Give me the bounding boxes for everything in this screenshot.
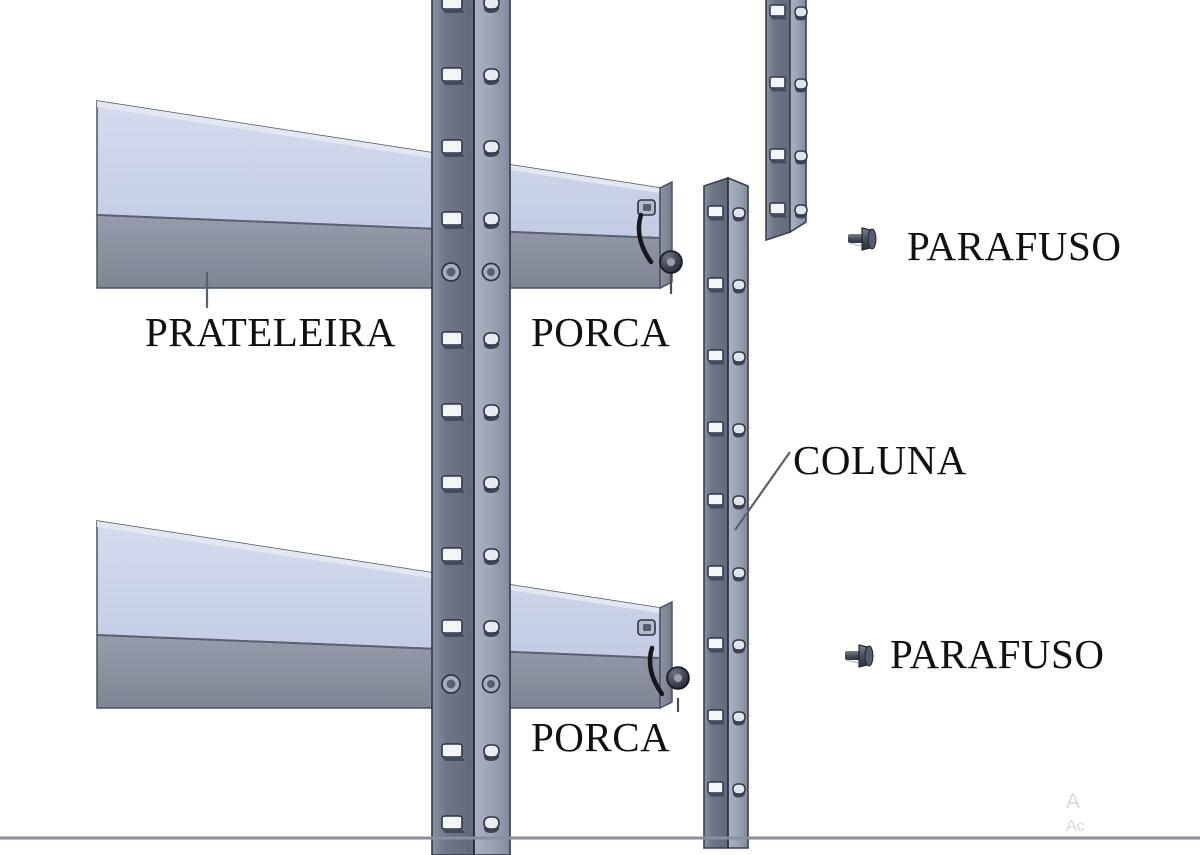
leader-line-coluna bbox=[734, 451, 791, 531]
parafuso-part-top bbox=[848, 227, 877, 251]
label-porca-bottom: PORCA bbox=[531, 714, 671, 760]
coluna-part-top-right bbox=[765, 0, 808, 242]
parafuso-part-bottom bbox=[845, 644, 874, 668]
porca-part-bottom bbox=[647, 645, 690, 712]
watermark-line-2: Ac bbox=[1066, 818, 1085, 835]
watermark-line-1: A bbox=[1066, 790, 1081, 813]
prateleira-part-top bbox=[96, 100, 673, 290]
coluna-part-center-right bbox=[703, 176, 749, 849]
shelf-bolt-hole-bottom bbox=[637, 619, 656, 636]
label-parafuso-top: PARAFUSO bbox=[907, 223, 1122, 269]
prateleira-part-bottom bbox=[96, 520, 673, 710]
label-prateleira: PRATELEIRA bbox=[145, 309, 396, 355]
porca-part-top bbox=[636, 212, 683, 294]
label-porca-top: PORCA bbox=[531, 309, 671, 355]
label-coluna: COLUNA bbox=[793, 437, 967, 483]
coluna-part-main bbox=[431, 0, 511, 855]
shelf-bolt-hole-top bbox=[637, 199, 656, 216]
label-parafuso-bottom: PARAFUSO bbox=[890, 631, 1105, 677]
